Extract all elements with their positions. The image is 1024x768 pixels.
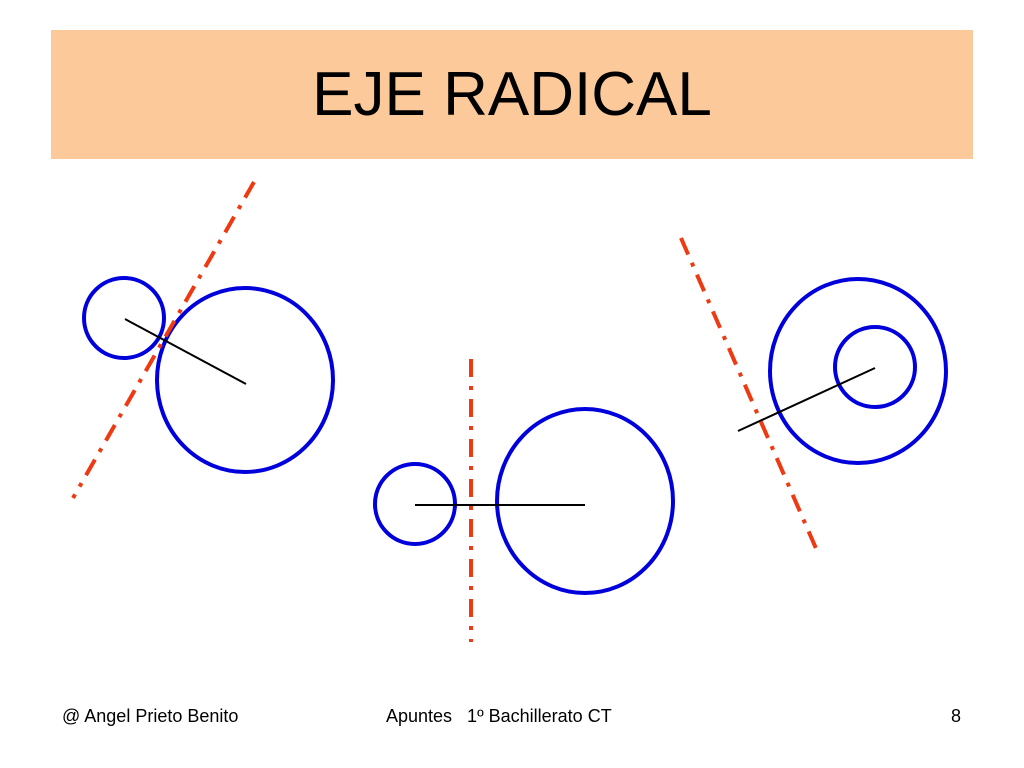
small-circle xyxy=(82,276,166,360)
line-of-centers xyxy=(737,367,876,432)
radical-axis-line xyxy=(679,237,820,554)
figure-secant-circles xyxy=(71,181,335,499)
large-circle xyxy=(155,286,335,474)
large-circle xyxy=(495,407,675,595)
small-circle xyxy=(833,325,917,409)
footer-course: Apuntes 1º Bachillerato CT xyxy=(386,706,612,726)
footer-author: @ Angel Prieto Benito xyxy=(62,706,239,726)
footer-page-number: 8 xyxy=(951,706,962,726)
title-banner: EJE RADICAL xyxy=(51,30,973,159)
slide-title: EJE RADICAL xyxy=(312,60,712,129)
large-circle xyxy=(768,277,948,465)
figure-interior-circles xyxy=(679,237,948,554)
line-of-centers xyxy=(124,318,247,385)
figure-exterior-circles xyxy=(373,359,675,642)
